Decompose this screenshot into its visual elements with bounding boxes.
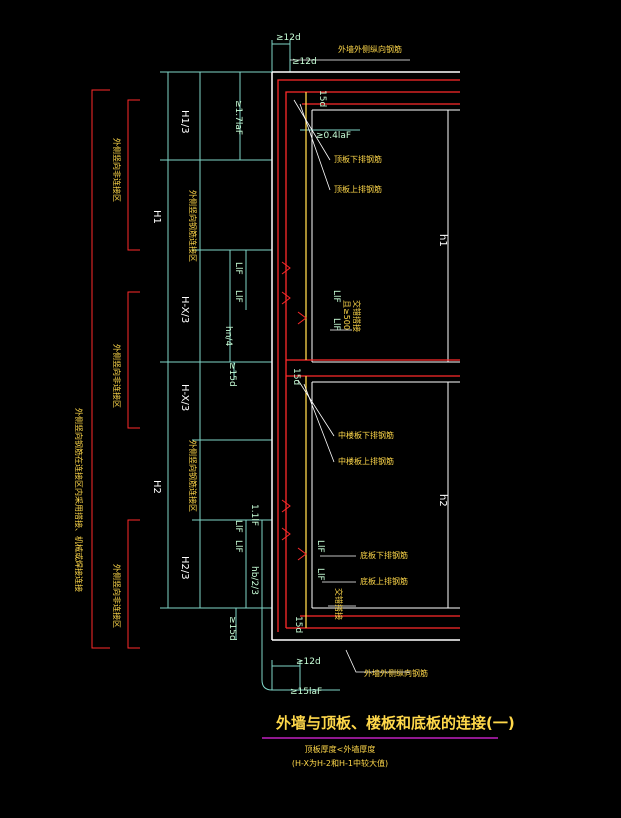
dim-12d-top2: ≥12d <box>292 57 317 67</box>
left-bot-label: 外侧竖向非连接区 <box>112 564 122 628</box>
staggered-mid-label2: 且≥500 <box>342 300 351 330</box>
mid-slab-upper-label: 中楼板上排钢筋 <box>338 456 394 466</box>
dim-15d-bot2: 15d <box>293 616 303 633</box>
bot-slab-upper-label: 底板上排钢筋 <box>360 576 408 586</box>
top-slab-lower-label: 顶板下排钢筋 <box>334 154 382 164</box>
dim-lf1: LlF <box>233 262 243 275</box>
dim-lf-mid-b: LlF <box>331 318 341 331</box>
dim-hx-3b: H-X/3 <box>179 384 190 411</box>
top-slab-upper-label: 顶板上排钢筋 <box>334 184 382 194</box>
dim-hx-3a: H-X/3 <box>179 296 190 323</box>
room-h2-label: h2 <box>437 494 448 507</box>
outer-wall-bottom-label: 外墙外侧纵向钢筋 <box>364 668 428 678</box>
dim-lf-bot-a: LlF <box>315 540 325 553</box>
outer-wall-top-label: 外墙外侧纵向钢筋 <box>338 44 402 54</box>
dim-hb23: hb/2/3 <box>249 566 259 595</box>
dim-12d-bot: ≥12d <box>296 657 321 667</box>
mid-slab-lower-label: 中楼板下排钢筋 <box>338 430 394 440</box>
dim-la-top: ≥1.7laF <box>233 100 243 135</box>
dim-15d-bot: ≥15d <box>227 616 237 641</box>
left-long-label: 外侧竖向钢筋在连接区内采用搭接、机械或焊接连接 <box>74 408 84 592</box>
lap-marks <box>281 261 307 561</box>
dim-lf2: LlF <box>233 290 243 303</box>
dim-lf-mid-a: LlF <box>331 290 341 303</box>
staggered-mid-label: 交错搭接 <box>352 300 362 332</box>
dim-h2-3: H2/3 <box>179 556 190 580</box>
title-note-2: (H-X为H-2和H-1中较大值) <box>292 758 388 768</box>
dim-la-bot: ≥15laF <box>290 687 322 697</box>
dim-lf4: LlF <box>233 540 243 553</box>
wall-structure <box>271 71 460 641</box>
dim-hn4: hn/4 <box>223 326 233 346</box>
vert-zone-lower-label: 外侧竖向钢筋连接区 <box>188 440 198 512</box>
staggered-bot-label: 交错搭接 <box>334 588 344 620</box>
dim-12d-top: ≥12d <box>276 33 301 43</box>
rebar-lines <box>277 79 460 632</box>
dimension-lines-left <box>160 40 360 691</box>
left-mid-label: 外侧竖向非连接区 <box>112 344 122 408</box>
left-brackets <box>91 89 140 649</box>
dim-15d-mid: ≥15d <box>227 362 237 387</box>
title-note-1: 顶板厚度<外墙厚度 <box>305 744 376 754</box>
room-h1-label: h1 <box>437 234 448 247</box>
vert-zone-upper-label: 外侧竖向钢筋连接区 <box>188 190 198 262</box>
dim-lf3: LlF <box>233 520 243 533</box>
dim-15d-top: 15d <box>317 90 327 107</box>
leader-lines <box>290 59 410 673</box>
dim-h1: H1 <box>151 210 162 224</box>
left-top-label: 外侧竖向非连接区 <box>112 138 122 202</box>
dim-15d-mid2: 15d <box>291 368 301 385</box>
dim-h2: H2 <box>151 480 162 494</box>
diagram-title: 外墙与顶板、楼板和底板的连接(一) <box>275 714 515 732</box>
dim-lf11: 1.1lF <box>249 504 259 526</box>
bot-slab-lower-label: 底板下排钢筋 <box>360 550 408 560</box>
dim-lf-bot-b: LlF <box>315 568 325 581</box>
dim-h1-3: H1/3 <box>179 110 190 134</box>
dim-la-04: ≥0.4laF <box>316 131 351 141</box>
